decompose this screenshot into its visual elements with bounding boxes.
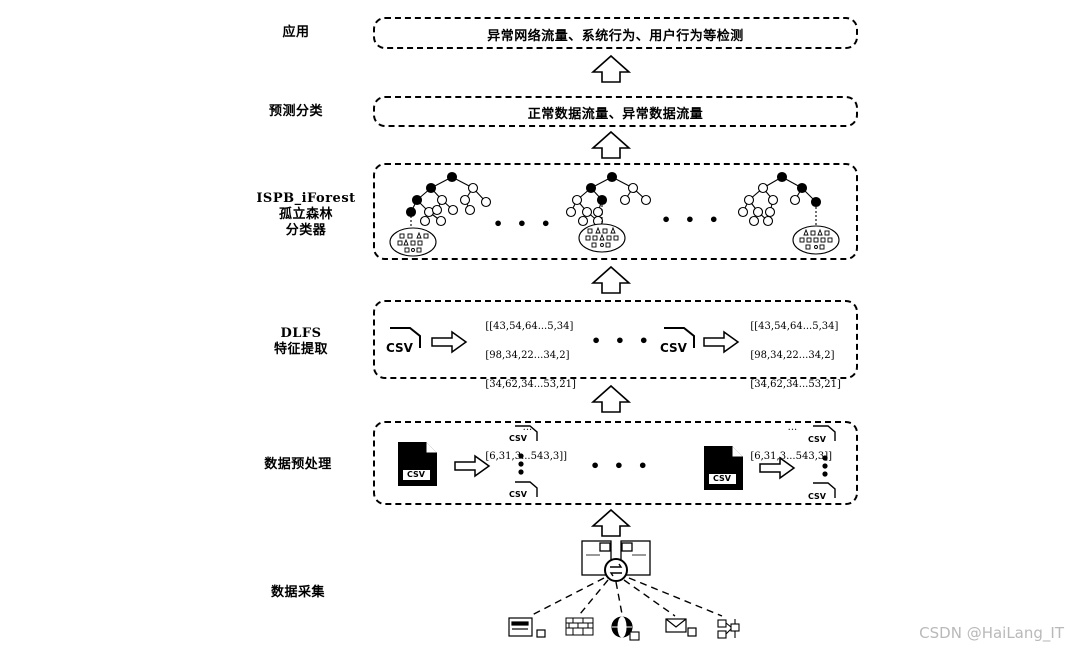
csv-file-icon-feature-2	[658, 327, 695, 356]
feature-extraction-box	[373, 300, 858, 379]
isolation-tree-3	[737, 171, 840, 255]
classifier-label-line1: ISPB_iForest	[256, 191, 356, 206]
vertical-dots-2	[822, 455, 828, 477]
up-arrow-3	[592, 266, 630, 294]
small-csv-icon-1	[515, 425, 836, 498]
matrix-left-row-5: [6,31,3...543,3]]	[485, 451, 568, 462]
classifier-label-line2: 孤立森林	[278, 207, 333, 222]
classifier-label-line3: 分类器	[285, 223, 327, 238]
globe-icon	[611, 616, 640, 641]
stage-label-feature-extraction: DLFS 特征提取	[256, 326, 346, 358]
feature-matrix-right: [[43,54,64...5,34] [98,34,22...34,2] [34…	[744, 305, 841, 465]
classifier-box	[373, 163, 858, 260]
network-topology-icon	[717, 619, 740, 639]
csv-document-icon-1	[398, 442, 437, 486]
stage-label-collection: 数据采集	[270, 585, 325, 600]
up-arrow-1	[592, 55, 630, 83]
firewall-icon	[565, 617, 594, 636]
isolation-tree-1	[389, 171, 492, 257]
matrix-right-row-5: [6,31,3...543,3]]	[750, 451, 833, 462]
csv-label-doc-1: CSV	[407, 470, 425, 479]
right-arrow-feature-1	[431, 331, 467, 353]
csv-label-feature-2: CSV	[660, 341, 687, 355]
stage-label-classifier: ISPB_iForest 孤立森林 分类器	[246, 191, 366, 239]
up-arrow-5	[592, 509, 630, 537]
matrix-left-row-3: [34,62,34...53,21]	[485, 378, 576, 390]
application-box: 异常网络流量、系统行为、用户行为等检测	[373, 17, 858, 49]
up-arrow-2	[592, 131, 630, 159]
up-arrow-4	[592, 385, 630, 413]
ellipsis-classifier-2: • • •	[661, 210, 723, 229]
matrix-left-row-1: [[43,54,64...5,34]	[485, 320, 574, 332]
matrix-right-row-4: ...	[787, 422, 798, 433]
stage-label-preprocessing: 数据预处理	[264, 457, 332, 472]
stage-label-prediction: 预测分类	[268, 104, 323, 119]
matrix-right-row-3: [34,62,34...53,21]	[750, 378, 841, 390]
csv-document-icon-2	[704, 446, 743, 490]
feature-matrix-left: [[43,54,64...5,34] [98,34,22...34,2] [34…	[479, 305, 576, 465]
feature-label-line1: DLFS	[280, 326, 322, 341]
vertical-dots-1	[518, 453, 524, 475]
matrix-right-row-1: [[43,54,64...5,34]	[750, 320, 839, 332]
stage-label-application: 应用	[282, 25, 310, 40]
feature-label-line2: 特征提取	[273, 342, 328, 357]
small-csv-label-1: CSV	[509, 434, 527, 443]
collection-connector-lines	[529, 577, 723, 617]
ellipsis-feature: • • •	[591, 331, 653, 350]
prediction-box-text: 正常数据流量、异常数据流量	[527, 107, 704, 122]
preprocessing-box	[373, 421, 858, 505]
right-arrow-feature-2	[703, 331, 739, 353]
csv-label-doc-2: CSV	[713, 474, 731, 483]
small-csv-label-3: CSV	[808, 435, 826, 444]
matrix-left-row-2: [98,34,22...34,2]	[485, 349, 570, 361]
small-csv-label-4: CSV	[808, 492, 826, 501]
email-icon	[665, 618, 697, 637]
server-hub-icon	[581, 540, 651, 582]
network-monitor-icon	[508, 617, 546, 638]
csv-file-icon-feature-1	[384, 327, 421, 356]
isolation-tree-2	[565, 171, 652, 253]
application-box-text: 异常网络流量、系统行为、用户行为等检测	[487, 29, 744, 44]
matrix-right-row-2: [98,34,22...34,2]	[750, 349, 835, 361]
right-arrow-preprocess-1	[454, 455, 490, 477]
matrix-left-row-4: ...	[522, 422, 533, 433]
csv-label-feature-1: CSV	[386, 341, 413, 355]
ellipsis-classifier-1: • • •	[493, 214, 555, 233]
watermark: CSDN @HaiLang_IT	[919, 624, 1064, 642]
right-arrow-preprocess-2	[759, 457, 795, 479]
ellipsis-preprocess: • • •	[590, 456, 652, 475]
small-csv-label-2: CSV	[509, 490, 527, 499]
prediction-box: 正常数据流量、异常数据流量	[373, 96, 858, 127]
